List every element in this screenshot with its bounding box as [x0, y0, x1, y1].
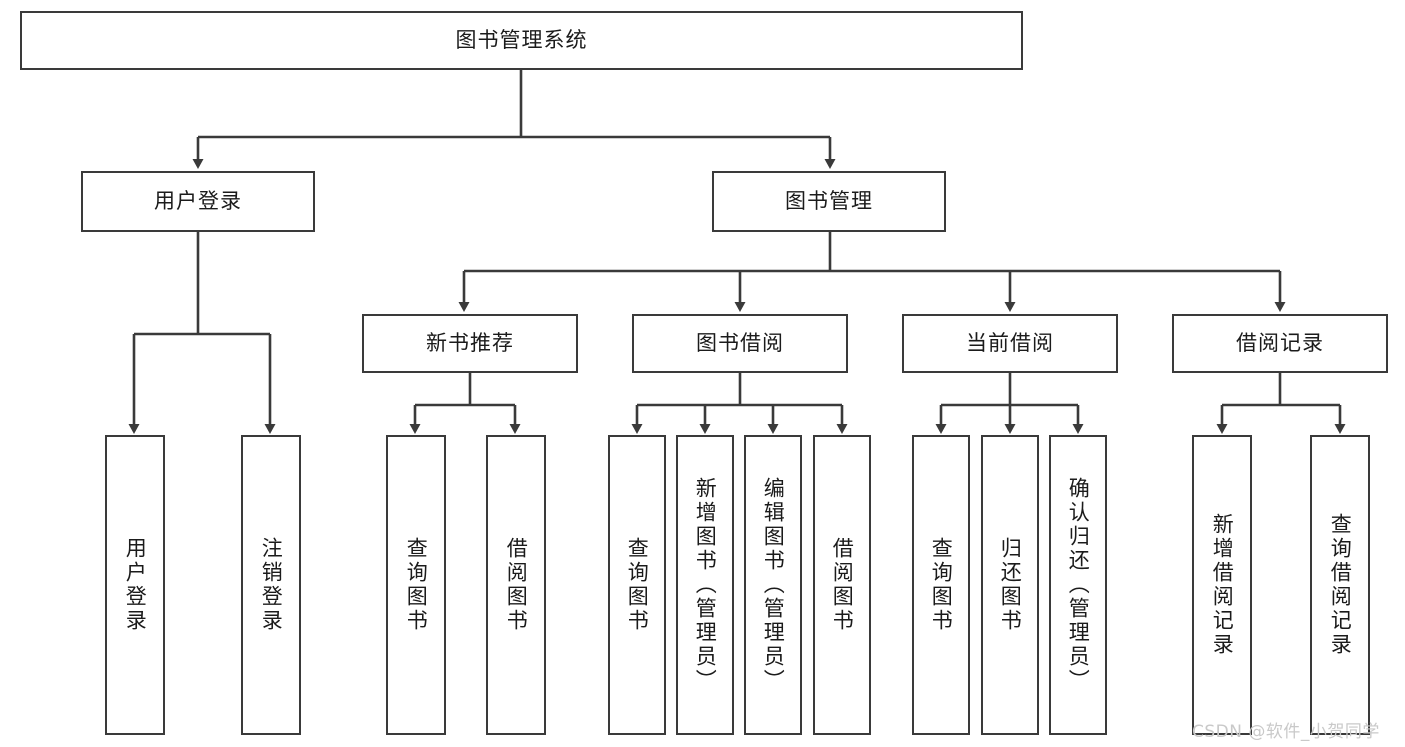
leaf-query-book-current[interactable]: 查询图书: [912, 435, 970, 735]
leaf-return-book[interactable]: 归还图书: [981, 435, 1039, 735]
node-label: 图书管理: [785, 189, 873, 214]
node-label: 查询图书: [929, 537, 954, 633]
csdn-watermark: CSDN @软件_小贺同学: [1192, 722, 1380, 742]
node-label: 注销登录: [259, 537, 284, 633]
node-book-borrowing[interactable]: 图书借阅: [632, 314, 848, 373]
leaf-add-book-admin[interactable]: 新增图书（管理员）: [676, 435, 734, 735]
leaf-borrow-book-new[interactable]: 借阅图书: [486, 435, 546, 735]
node-label: 图书借阅: [696, 331, 784, 356]
leaf-add-borrow-record[interactable]: 新增借阅记录: [1192, 435, 1252, 735]
leaf-logout[interactable]: 注销登录: [241, 435, 301, 735]
leaf-query-book-borrow[interactable]: 查询图书: [608, 435, 666, 735]
leaf-query-borrow-record[interactable]: 查询借阅记录: [1310, 435, 1370, 735]
node-label: 当前借阅: [966, 331, 1054, 356]
node-label: 新书推荐: [426, 331, 514, 356]
node-label: 新增图书（管理员）: [693, 477, 718, 693]
node-label: 图书管理系统: [455, 28, 588, 53]
node-root-book-management-system[interactable]: 图书管理系统: [20, 11, 1023, 70]
leaf-query-book-new[interactable]: 查询图书: [386, 435, 446, 735]
leaf-user-login[interactable]: 用户登录: [105, 435, 165, 735]
node-borrowing-records[interactable]: 借阅记录: [1172, 314, 1388, 373]
node-new-book-recommendation[interactable]: 新书推荐: [362, 314, 578, 373]
node-book-management[interactable]: 图书管理: [712, 171, 946, 232]
node-label: 新增借阅记录: [1210, 513, 1235, 657]
node-label: 编辑图书（管理员）: [761, 477, 786, 693]
node-label: 用户登录: [123, 537, 148, 633]
node-label: 查询借阅记录: [1328, 513, 1353, 657]
node-label: 查询图书: [625, 537, 650, 633]
node-label: 用户登录: [154, 189, 242, 214]
node-user-login[interactable]: 用户登录: [81, 171, 315, 232]
node-label: 归还图书: [998, 537, 1023, 633]
node-label: 确认归还（管理员）: [1066, 477, 1091, 693]
node-label: 借阅记录: [1236, 331, 1324, 356]
node-label: 查询图书: [404, 537, 429, 633]
leaf-borrow-book[interactable]: 借阅图书: [813, 435, 871, 735]
node-current-borrowing[interactable]: 当前借阅: [902, 314, 1118, 373]
leaf-confirm-return-admin[interactable]: 确认归还（管理员）: [1049, 435, 1107, 735]
leaf-edit-book-admin[interactable]: 编辑图书（管理员）: [744, 435, 802, 735]
node-label: 借阅图书: [830, 537, 855, 633]
node-label: 借阅图书: [504, 537, 529, 633]
